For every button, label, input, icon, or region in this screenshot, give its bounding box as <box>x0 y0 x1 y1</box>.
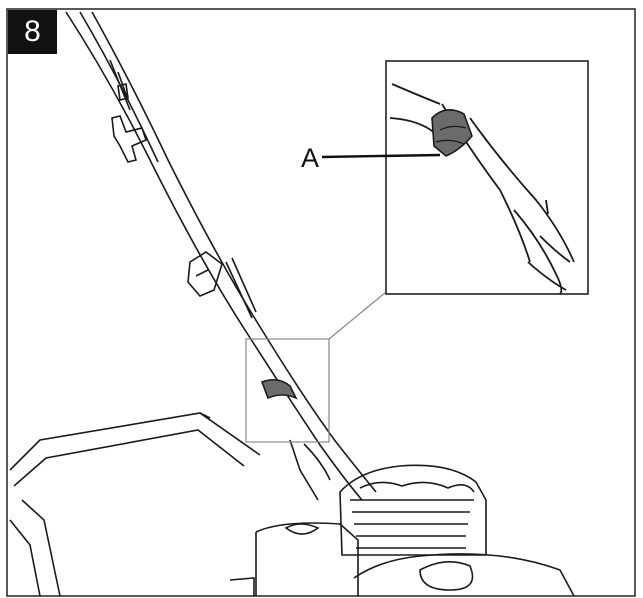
engine <box>229 464 575 597</box>
step-number-badge: 8 <box>8 10 57 54</box>
detail-connector <box>328 291 387 340</box>
detail-source-box <box>245 338 330 443</box>
clip-a <box>431 109 473 157</box>
callout-leader-line <box>321 153 441 159</box>
grass-catcher <box>9 412 261 597</box>
callout-label-a: A <box>301 143 320 173</box>
figure-frame <box>6 8 636 597</box>
detail-panel <box>321 60 589 295</box>
handle-bar <box>65 11 377 501</box>
